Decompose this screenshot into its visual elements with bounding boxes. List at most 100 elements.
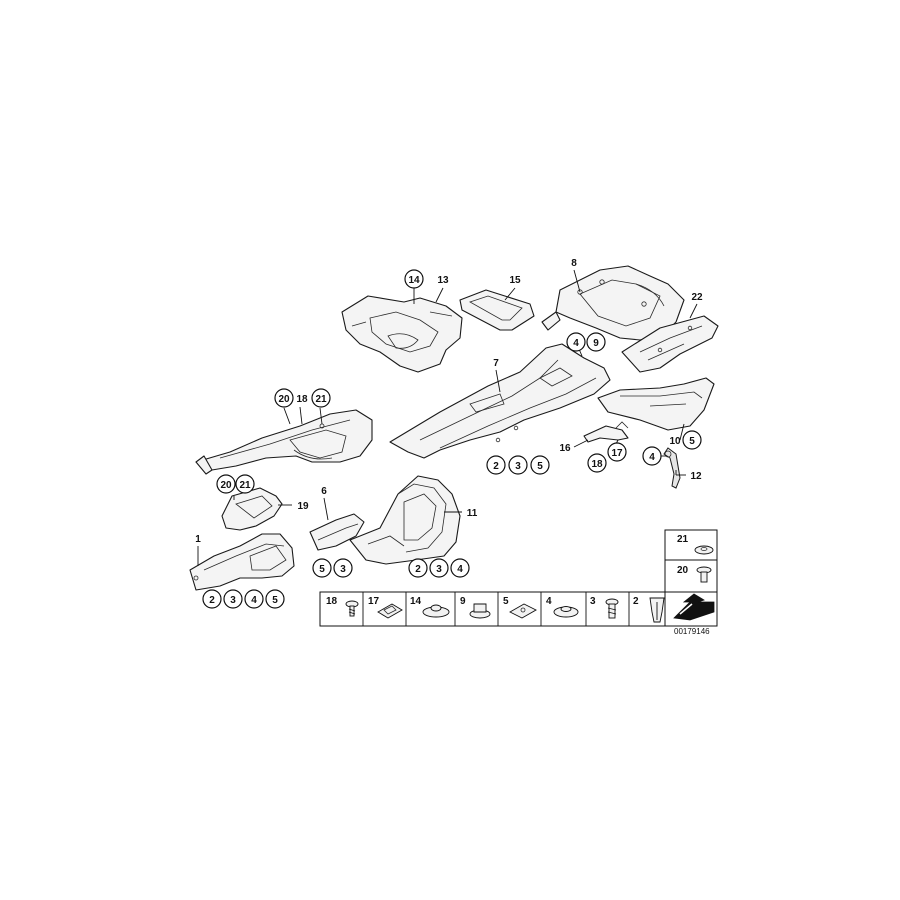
hardware-legend-row: 18 17 14 9 5 4 3 — [319, 591, 666, 627]
svg-text:2: 2 — [209, 595, 215, 606]
legend-label-5: 5 — [503, 596, 509, 607]
callout-20: 20 — [216, 474, 236, 494]
leader-lines — [197, 269, 698, 566]
circled-callouts: 14 20 21 20 21 4 9 2 3 5 18 17 4 5 5 3 2… — [202, 269, 702, 609]
callout-18: 18 — [587, 453, 607, 473]
callout-3: 3 — [508, 455, 528, 475]
callout-4: 4 — [244, 589, 264, 609]
callout-5: 5 — [530, 455, 550, 475]
legend-label-17: 17 — [368, 596, 380, 607]
svg-text:14: 14 — [408, 275, 420, 286]
callout-9: 9 — [586, 332, 606, 352]
svg-text:20: 20 — [278, 394, 290, 405]
part-16-bracket — [583, 421, 629, 443]
callout-17: 17 — [607, 442, 627, 462]
screw-icon — [345, 600, 359, 617]
callout-21: 21 — [235, 474, 255, 494]
part-19-left-mid-shield — [221, 487, 283, 531]
svg-text:3: 3 — [340, 564, 346, 575]
legend-label-3: 3 — [590, 596, 596, 607]
svg-text:9: 9 — [593, 338, 599, 349]
callout-4: 4 — [642, 446, 662, 466]
spring-washer-icon — [553, 606, 579, 618]
callout-3: 3 — [333, 558, 353, 578]
bolt-icon — [605, 598, 619, 619]
svg-text:2: 2 — [415, 564, 421, 575]
svg-text:4: 4 — [457, 564, 463, 575]
part-15-heat-shield-plate — [459, 289, 535, 331]
svg-text:3: 3 — [515, 461, 521, 472]
label-15: 15 — [509, 275, 521, 286]
svg-text:18: 18 — [591, 459, 603, 470]
washer-icon — [422, 604, 450, 618]
plain-callouts: 13 15 8 22 7 18 16 10 12 19 6 11 1 — [195, 258, 703, 545]
part-13-heat-shield — [341, 295, 463, 373]
svg-text:5: 5 — [272, 595, 278, 606]
part-10-rear-side-shield — [597, 377, 715, 431]
svg-text:5: 5 — [689, 436, 695, 447]
part-11-large-shield — [349, 475, 461, 565]
label-10: 10 — [669, 436, 681, 447]
clip-nut-icon — [377, 603, 403, 619]
part-7-tunnel-shield — [389, 343, 611, 459]
push-pin-icon — [696, 566, 712, 583]
svg-text:3: 3 — [230, 595, 236, 606]
square-nut-icon — [509, 603, 537, 619]
hardware-legend-column: 21 20 — [664, 529, 718, 627]
label-18: 18 — [296, 394, 308, 405]
svg-text:4: 4 — [573, 338, 579, 349]
svg-text:4: 4 — [649, 452, 655, 463]
svg-text:20: 20 — [220, 480, 232, 491]
label-11: 11 — [467, 508, 478, 519]
svg-text:17: 17 — [611, 448, 623, 459]
callout-2: 2 — [202, 589, 222, 609]
label-12: 12 — [690, 471, 702, 482]
label-19: 19 — [297, 501, 309, 512]
nut-icon — [469, 603, 491, 619]
legend-label-4: 4 — [546, 596, 552, 607]
part-1-front-shield — [189, 533, 295, 591]
legend-label-20: 20 — [677, 565, 689, 576]
svg-text:5: 5 — [537, 461, 543, 472]
label-6: 6 — [321, 486, 327, 497]
label-1: 1 — [195, 534, 201, 545]
label-16: 16 — [559, 443, 571, 454]
svg-text:5: 5 — [319, 564, 325, 575]
callout-4: 4 — [566, 332, 586, 352]
label-7: 7 — [493, 358, 499, 369]
label-8: 8 — [571, 258, 577, 269]
svg-text:21: 21 — [315, 394, 327, 405]
grommet-icon — [694, 545, 714, 555]
legend-label-18: 18 — [326, 596, 338, 607]
label-13: 13 — [437, 275, 449, 286]
callout-3: 3 — [223, 589, 243, 609]
label-22: 22 — [691, 292, 703, 303]
svg-text:2: 2 — [493, 461, 499, 472]
part-12-clip — [663, 447, 681, 489]
callout-5: 5 — [682, 430, 702, 450]
svg-text:3: 3 — [436, 564, 442, 575]
svg-text:4: 4 — [251, 595, 257, 606]
callout-20: 20 — [274, 388, 294, 408]
legend-label-21: 21 — [677, 534, 689, 545]
direction-arrow-icon — [673, 593, 715, 621]
legend-label-9: 9 — [460, 596, 466, 607]
callout-5: 5 — [265, 589, 285, 609]
callout-2: 2 — [408, 558, 428, 578]
callout-21: 21 — [311, 388, 331, 408]
svg-text:21: 21 — [239, 480, 251, 491]
legend-label-14: 14 — [410, 596, 422, 607]
callout-4: 4 — [450, 558, 470, 578]
part-6-small-shield — [309, 513, 365, 551]
callout-5: 5 — [312, 558, 332, 578]
legend-label-2: 2 — [633, 596, 639, 607]
expanding-rivet-icon — [649, 597, 665, 623]
part-18-left-heat-shield — [195, 409, 373, 475]
callout-14: 14 — [404, 269, 424, 289]
diagram-id: 00179146 — [674, 627, 710, 636]
callout-2: 2 — [486, 455, 506, 475]
callout-3: 3 — [429, 558, 449, 578]
part-22-rear-shield — [621, 315, 719, 373]
